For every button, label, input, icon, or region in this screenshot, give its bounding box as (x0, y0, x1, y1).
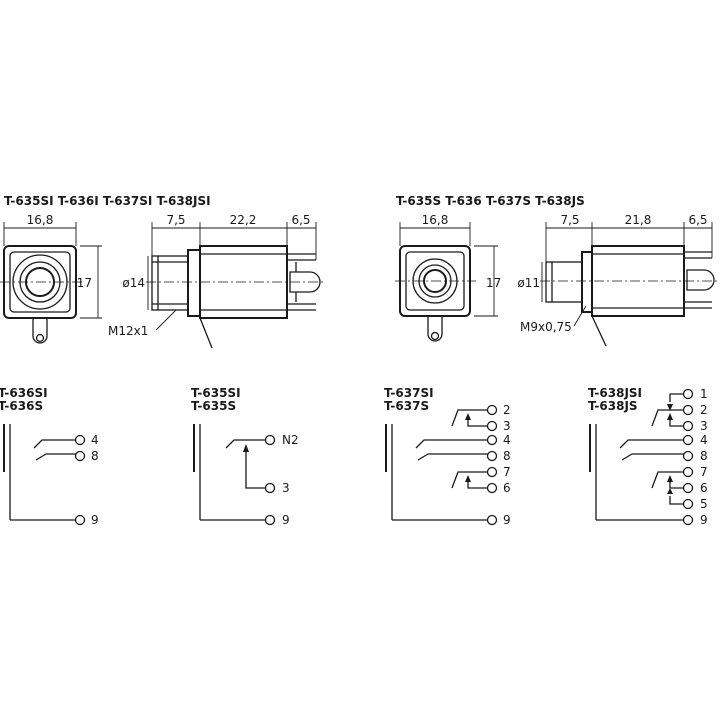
left-dim-c: 6,5 (291, 213, 310, 227)
schematic-4-pin-2: 2 (700, 403, 708, 417)
schematic-3-model-b: T-637S (384, 399, 429, 413)
schematic-1-pin-4: 4 (91, 433, 99, 447)
left-thread: M12x1 (108, 324, 148, 338)
schematic-2-model-a: T-635SI (191, 386, 241, 400)
left-group-title: T-635SI T-636I T-637SI T-638JSI (4, 194, 211, 208)
schematic-4-pin-1: 1 (700, 387, 708, 401)
right-dim-c: 6,5 (688, 213, 707, 227)
schematic-t637: T-637SI T-637S 9 2 3 4 8 7 6 (384, 386, 511, 527)
left-front-view: 16,8 17 (0, 213, 102, 344)
left-front-width: 16,8 (27, 213, 54, 227)
schematic-t635: T-635SI T-635S 9 N2 3 (191, 386, 299, 527)
right-side-view: 7,5 21,8 6,5 ø11 M9x0,75 (517, 213, 718, 347)
right-dim-a: 7,5 (560, 213, 579, 227)
schematic-2-pin-3: 3 (282, 481, 290, 495)
left-dim-a: 7,5 (166, 213, 185, 227)
schematic-2-pin-n2: N2 (282, 433, 299, 447)
right-diameter: ø11 (517, 276, 540, 290)
left-front-height: 17 (77, 276, 92, 290)
right-dim-b: 21,8 (625, 213, 652, 227)
schematic-3-pin-8: 8 (503, 449, 511, 463)
left-side-view: 7,5 22,2 6,5 ø14 (108, 213, 324, 349)
right-front-height: 17 (486, 276, 501, 290)
schematic-t636: T-636SI T-636S 9 4 8 (0, 386, 99, 527)
schematic-1-model-b: T-636S (0, 399, 43, 413)
schematic-3-model-a: T-637SI (384, 386, 434, 400)
schematic-4-model-b: T-638JS (588, 399, 638, 413)
schematic-4-pin-9: 9 (700, 513, 708, 527)
schematic-4-pin-8: 8 (700, 449, 708, 463)
left-diameter: ø14 (122, 276, 145, 290)
right-front-width: 16,8 (422, 213, 449, 227)
right-thread: M9x0,75 (520, 320, 572, 334)
schematic-1-model-a: T-636SI (0, 386, 48, 400)
schematic-2-pin-9: 9 (282, 513, 290, 527)
schematic-3-pin-3: 3 (503, 419, 511, 433)
schematic-4-pin-6: 6 (700, 481, 708, 495)
schematic-t638: T-638JSI T-638JS 9 1 2 3 4 8 7 6 (588, 386, 708, 527)
right-group-title: T-635S T-636 T-637S T-638JS (396, 194, 585, 208)
schematic-3-pin-2: 2 (503, 403, 511, 417)
left-dim-b: 22,2 (230, 213, 257, 227)
schematic-3-pin-4: 4 (503, 433, 511, 447)
schematic-2-model-b: T-635S (191, 399, 236, 413)
right-front-view: 16,8 17 (395, 213, 501, 342)
schematic-4-pin-7: 7 (700, 465, 708, 479)
schematic-3-pin-9: 9 (503, 513, 511, 527)
schematic-4-pin-3: 3 (700, 419, 708, 433)
left-group: T-635SI T-636I T-637SI T-638JSI 16,8 17 (0, 194, 324, 349)
schematic-3-pin-6: 6 (503, 481, 511, 495)
schematic-1-pin-8: 8 (91, 449, 99, 463)
schematic-1-pin-9: 9 (91, 513, 99, 527)
schematic-4-model-a: T-638JSI (588, 386, 642, 400)
right-group: T-635S T-636 T-637S T-638JS 16,8 17 (395, 194, 718, 347)
schematic-4-pin-4: 4 (700, 433, 708, 447)
schematic-4-pin-5: 5 (700, 497, 708, 511)
schematic-3-pin-7: 7 (503, 465, 511, 479)
